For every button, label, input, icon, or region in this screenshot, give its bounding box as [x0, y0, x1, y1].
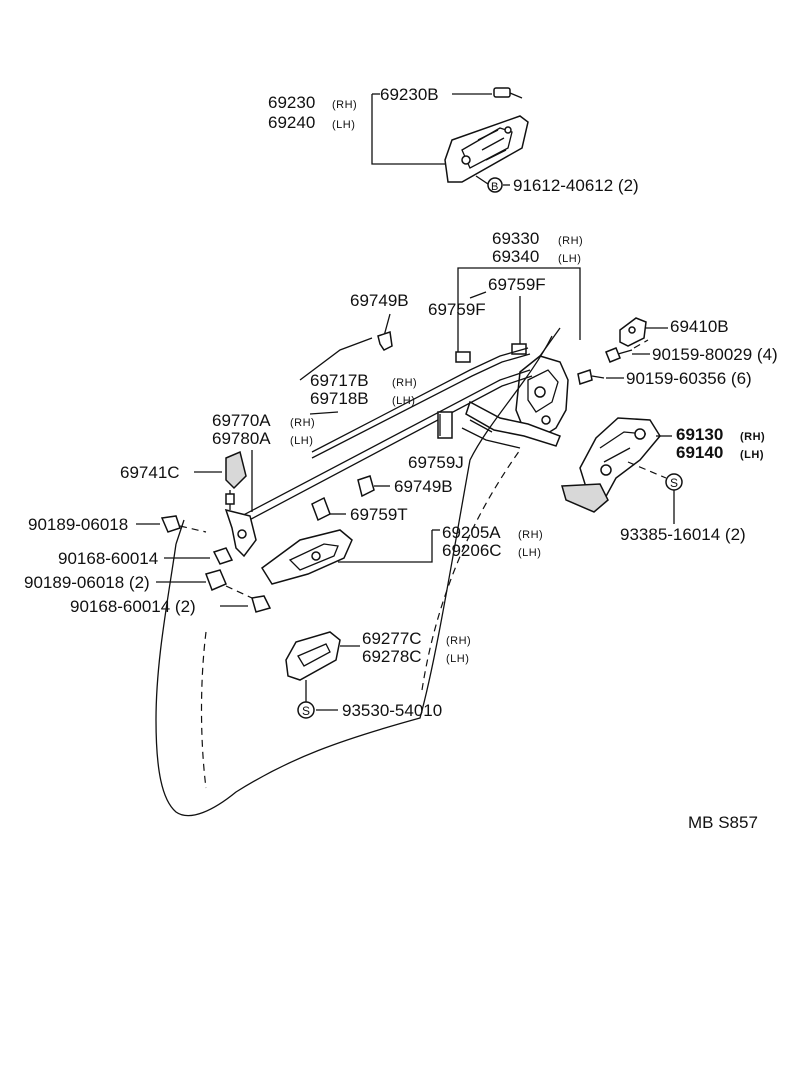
label-69277C-side: (RH) — [446, 635, 471, 647]
label-69206C-side: (LH) — [518, 547, 541, 559]
label-90159-80029: 90159-80029 (4) — [652, 345, 778, 364]
label-69717B: 69717B — [310, 371, 369, 390]
mark-s1-letter: S — [670, 476, 678, 490]
handle-bezel-69277C-icon — [285, 631, 341, 681]
rod-labels-group: 69717B (RH) 69718B (LH) — [299, 337, 417, 415]
label-69759F-lower: 69759F — [428, 300, 486, 319]
screw-90168-60014-2-icon — [251, 595, 272, 613]
screw-90159-60356-icon — [577, 369, 605, 385]
label-91612-40612: 91612-40612 (2) — [513, 176, 639, 195]
label-69340-side: (LH) — [558, 253, 581, 265]
label-69410B: 69410B — [670, 317, 729, 336]
label-93530-54010: 93530-54010 — [342, 701, 442, 720]
label-69330-side: (RH) — [558, 235, 583, 247]
label-69140: 69140 — [676, 443, 723, 462]
label-69780A: 69780A — [212, 429, 271, 448]
label-69230: 69230 — [268, 93, 315, 112]
lock-knob-69741C-icon — [225, 450, 247, 490]
striker-group: 69410B 90159-80029 (4) 90159-60356 (6) — [577, 317, 778, 388]
left-fasteners-group: 90189-06018 90168-60014 90189-06018 (2) … — [24, 515, 272, 616]
label-69278C: 69278C — [362, 647, 422, 666]
inside-handle-69205A-icon — [260, 529, 353, 585]
label-69130-side: (RH) — [740, 431, 765, 443]
label-69240-side: (LH) — [332, 119, 355, 131]
label-69340-number: 69340 — [492, 247, 539, 266]
label-69130: 69130 — [676, 425, 723, 444]
mark-s2-letter: S — [302, 704, 310, 718]
label-69206C: 69206C — [442, 541, 502, 560]
mark-b-letter: B — [491, 181, 498, 193]
clip-90189-06018-icon — [160, 515, 181, 533]
door-panel-outline — [155, 335, 553, 817]
screw-69230B-icon — [493, 87, 523, 99]
label-69277C: 69277C — [362, 629, 422, 648]
label-69240: 69240 — [268, 113, 315, 132]
label-69718B: 69718B — [310, 389, 369, 408]
label-69330: 69330 — [492, 229, 539, 248]
clip-69759J-icon — [437, 411, 453, 439]
door-lock-group: 69330 (RH) 69340 (LH) 69759F 69759F 6974… — [233, 229, 583, 527]
label-90168-60014: 90168-60014 — [58, 549, 158, 568]
clip-69749B-lower-icon — [357, 475, 375, 498]
label-69230B: 69230B — [380, 85, 439, 104]
label-69749B-lower: 69749B — [394, 477, 453, 496]
lock-knob-group: 69770A (RH) 69780A (LH) 69741C — [120, 411, 315, 558]
label-90189-06018: 90189-06018 — [28, 515, 128, 534]
inside-handle-frame-icon — [444, 115, 529, 183]
label-69717B-side: (RH) — [392, 377, 417, 389]
diagram-code: MB S857 — [688, 813, 758, 832]
outside-handle-group: 69130 (RH) 69140 (LH) S 93385-16014 (2) — [561, 417, 765, 544]
mark-b-icon: B — [487, 177, 503, 193]
label-69759J: 69759J — [408, 453, 464, 472]
label-69718B-side: (LH) — [392, 395, 415, 407]
mark-s-handle-icon: S — [665, 473, 683, 491]
label-69278C-side: (LH) — [446, 653, 469, 665]
label-69759F-upper: 69759F — [488, 275, 546, 294]
handle-bezel-group: 69277C (RH) 69278C (LH) S 93530-54010 — [285, 629, 471, 720]
label-93385-16014: 93385-16014 (2) — [620, 525, 746, 544]
label-90189-06018-2: 90189-06018 (2) — [24, 573, 150, 592]
clip-69749B-upper-icon — [377, 331, 393, 351]
mark-s-bezel-icon: S — [297, 701, 315, 719]
outside-handle-69130-icon — [561, 417, 661, 513]
label-90168-60014-2: 90168-60014 (2) — [70, 597, 196, 616]
label-69741C: 69741C — [120, 463, 180, 482]
label-69770A-side: (RH) — [290, 417, 315, 429]
label-69205A: 69205A — [442, 523, 501, 542]
label-69140-side: (LH) — [740, 449, 764, 461]
label-69770A: 69770A — [212, 411, 271, 430]
door-lock-assembly-icon — [461, 355, 569, 449]
clip-90189-06018-2-icon — [205, 569, 227, 591]
screw-90168-60014-icon — [212, 547, 234, 565]
label-69749B-upper: 69749B — [350, 291, 409, 310]
label-90159-60356: 90159-60356 (6) — [626, 369, 752, 388]
label-69205A-side: (RH) — [518, 529, 543, 541]
label-69759T: 69759T — [350, 505, 408, 524]
inside-handle-frame-group: 69230 (RH) 69240 (LH) 69230B B 91612-406… — [268, 85, 639, 195]
clip-69759F-left-icon — [455, 351, 471, 363]
screw-90159-80029-icon — [605, 347, 633, 363]
clip-69759T-icon — [311, 496, 331, 522]
middle-clips-group: 69759J 69749B 69759T — [311, 411, 464, 524]
label-69230-side: (RH) — [332, 99, 357, 111]
inside-handle-group: 69205A (RH) 69206C (LH) — [260, 523, 543, 585]
label-69780A-side: (LH) — [290, 435, 313, 447]
